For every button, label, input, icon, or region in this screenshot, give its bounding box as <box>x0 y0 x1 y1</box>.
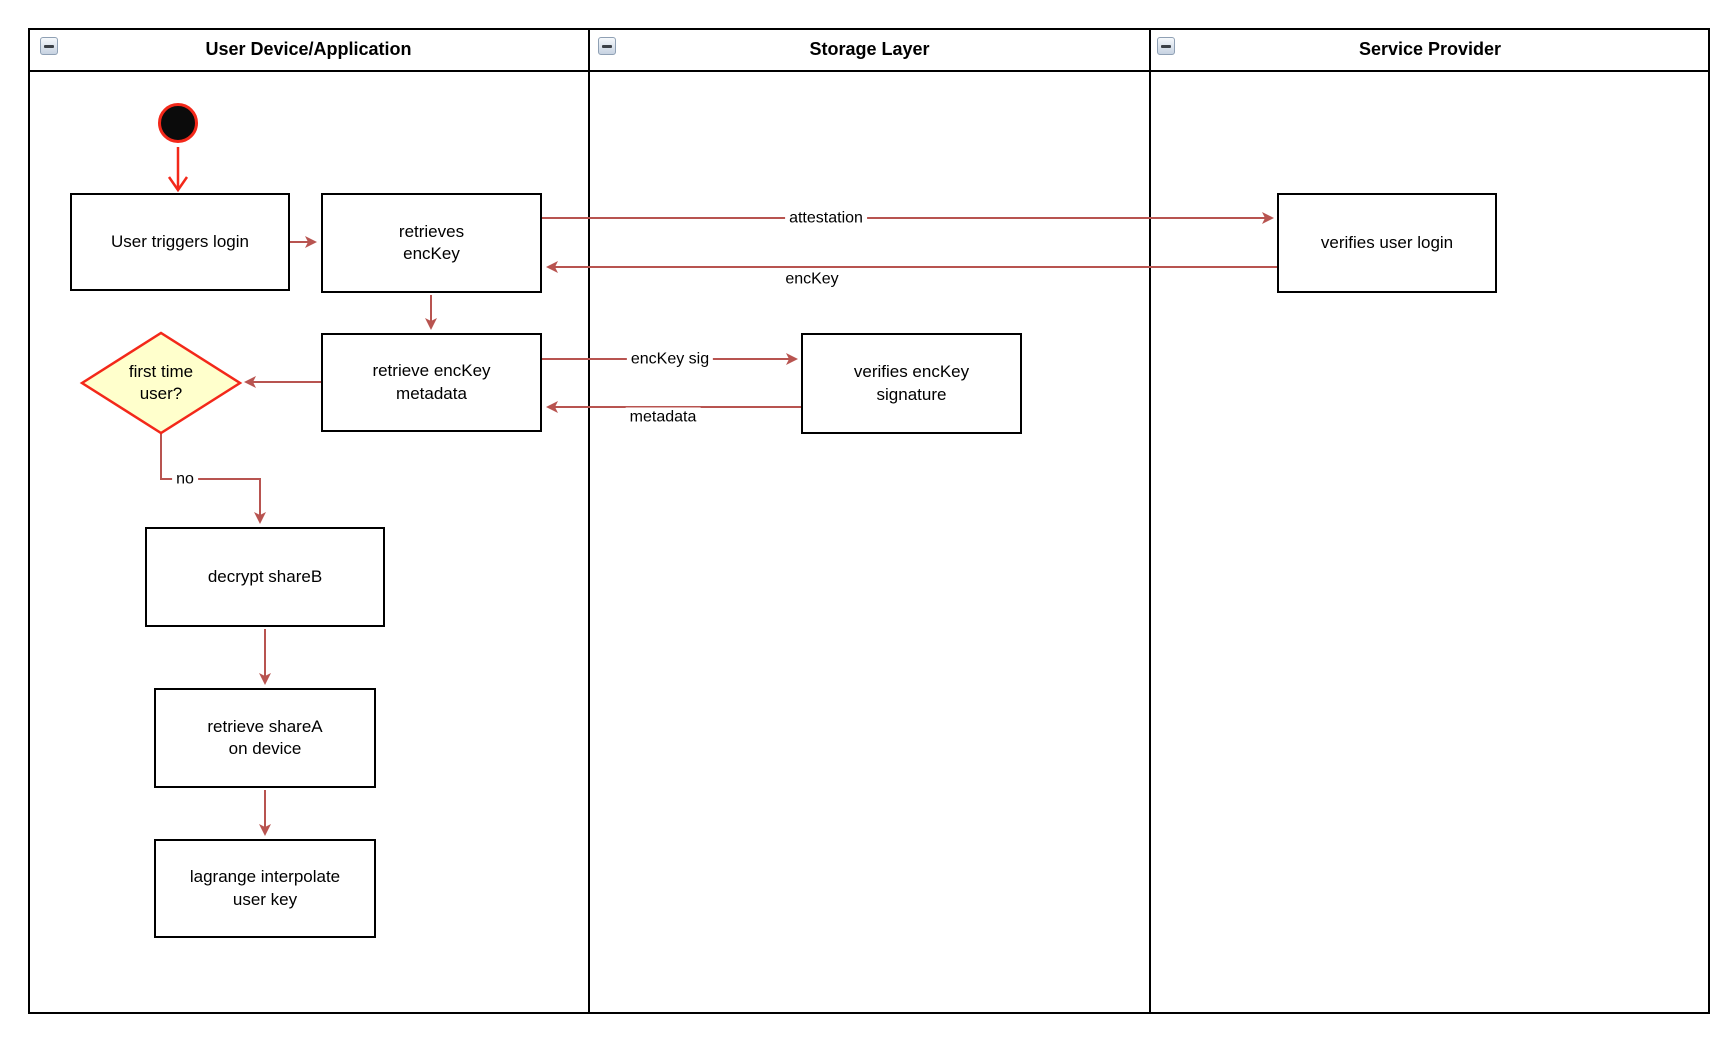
node-label: lagrange interpolate user key <box>189 867 341 909</box>
node-retrieves-enckey: retrieves encKey <box>321 193 542 293</box>
node-label: retrieve shareA on device <box>207 716 323 758</box>
lane-title-user-device: User Device/Application <box>205 38 412 59</box>
node-label: decrypt shareB <box>207 566 323 586</box>
minus-icon <box>1161 44 1171 48</box>
node-verifies-user-login: verifies user login <box>1277 193 1497 293</box>
pool-frame <box>28 28 1710 1014</box>
node-label: verifies user login <box>1320 232 1454 252</box>
node-decrypt-shareb: decrypt shareB <box>145 527 385 627</box>
decision-first-time-user: first time user? <box>101 353 221 413</box>
edge-label-attestation: attestation <box>785 208 867 228</box>
minus-icon <box>602 44 612 48</box>
node-label: User triggers login <box>111 231 249 251</box>
lane-divider-2 <box>1149 28 1151 1014</box>
lane-title-storage-layer: Storage Layer <box>809 38 930 59</box>
edge-label-no: no <box>172 469 198 489</box>
node-retrieve-enckey-metadata: retrieve encKey metadata <box>321 333 542 432</box>
lane-divider-1 <box>588 28 590 1014</box>
node-retrieve-sharea: retrieve shareA on device <box>154 688 376 788</box>
start-node <box>158 103 198 143</box>
edge-label-metadata: metadata <box>625 407 701 427</box>
lane-header-service-provider: Service Provider <box>1150 28 1710 72</box>
collapse-lane-user-device-button[interactable] <box>40 37 58 55</box>
node-label: retrieve encKey metadata <box>372 361 491 403</box>
edge-label-enckey-sig: encKey sig <box>626 349 714 369</box>
node-label: first time user? <box>128 361 194 403</box>
lane-header-storage-layer: Storage Layer <box>589 28 1150 72</box>
node-label: verifies encKey signature <box>853 362 970 404</box>
node-user-triggers-login: User triggers login <box>70 193 290 291</box>
lane-title-service-provider: Service Provider <box>1358 38 1502 59</box>
node-label: retrieves encKey <box>398 221 465 263</box>
edge-label-enckey: encKey <box>781 269 843 289</box>
minus-icon <box>44 44 54 48</box>
node-lagrange-interpolate: lagrange interpolate user key <box>154 839 376 938</box>
lane-header-user-device: User Device/Application <box>28 28 589 72</box>
node-verifies-enckey-signature: verifies encKey signature <box>801 333 1022 434</box>
collapse-lane-storage-layer-button[interactable] <box>598 37 616 55</box>
collapse-lane-service-provider-button[interactable] <box>1157 37 1175 55</box>
